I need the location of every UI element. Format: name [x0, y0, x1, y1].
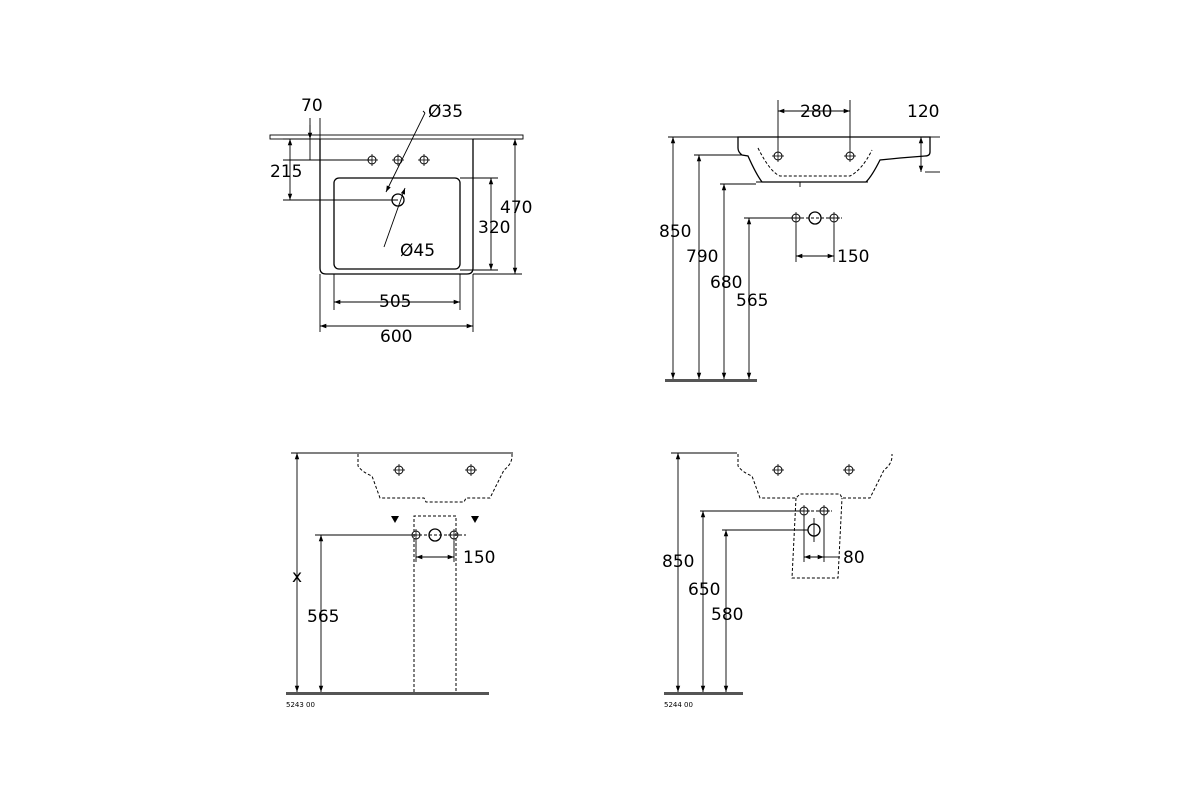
dim-150: 150 — [463, 548, 495, 568]
dim-70: 70 — [301, 96, 323, 116]
tap-hole-right-icon — [417, 153, 431, 167]
floor — [665, 379, 757, 382]
dim-850: 850 — [659, 222, 691, 242]
dim-45: Ø45 — [400, 241, 435, 261]
article-code: 5244 00 — [664, 701, 693, 709]
tap-hole-left-icon — [771, 149, 785, 163]
tap-hole-right-icon — [842, 463, 856, 477]
pedestal-view: x 565 150 5243 00 — [286, 452, 513, 709]
article-code: 5243 00 — [286, 701, 315, 709]
dim-850: 850 — [662, 552, 694, 572]
dim-790: 790 — [686, 247, 718, 267]
dim-280: 280 — [800, 102, 832, 122]
dim-320: 320 — [478, 218, 510, 238]
pedestal-dashed — [413, 515, 457, 692]
dim-80: 80 — [843, 548, 865, 568]
semipedestal-view: 850 650 580 80 5244 00 — [662, 452, 893, 709]
basin-profile — [737, 136, 931, 183]
dim-650: 650 — [688, 580, 720, 600]
basin-front-dashed — [737, 454, 893, 499]
countertop-edge — [269, 134, 524, 140]
tap-hole-left-icon — [771, 463, 785, 477]
tap-hole-left-icon — [392, 463, 406, 477]
dim-470: 470 — [500, 198, 532, 218]
dim-680: 680 — [710, 273, 742, 293]
dim-565: 565 — [736, 291, 768, 311]
semipedestal-dashed — [791, 497, 843, 579]
basin-outline — [319, 139, 474, 275]
tap-hole-right-icon — [464, 463, 478, 477]
floor — [664, 692, 743, 695]
dim-505: 505 — [379, 292, 411, 312]
floor — [286, 692, 489, 695]
dim-565: 565 — [307, 607, 339, 627]
dim-x: x — [292, 567, 302, 587]
dim-150: 150 — [837, 247, 869, 267]
tap-hole-right-icon — [843, 149, 857, 163]
dim-35: Ø35 — [428, 102, 463, 122]
dim-120: 120 — [907, 102, 939, 122]
waste-outlet-icon — [808, 211, 822, 225]
plan-view: 70 Ø35 215 470 320 Ø45 505 600 — [269, 96, 532, 347]
dim-215: 215 — [270, 162, 302, 182]
bowl-outline — [333, 177, 461, 270]
dim-600: 600 — [380, 327, 412, 347]
dim-580: 580 — [711, 605, 743, 625]
side-view: 280 120 850 790 680 565 150 — [659, 100, 940, 382]
basin-front-dashed — [357, 454, 513, 503]
